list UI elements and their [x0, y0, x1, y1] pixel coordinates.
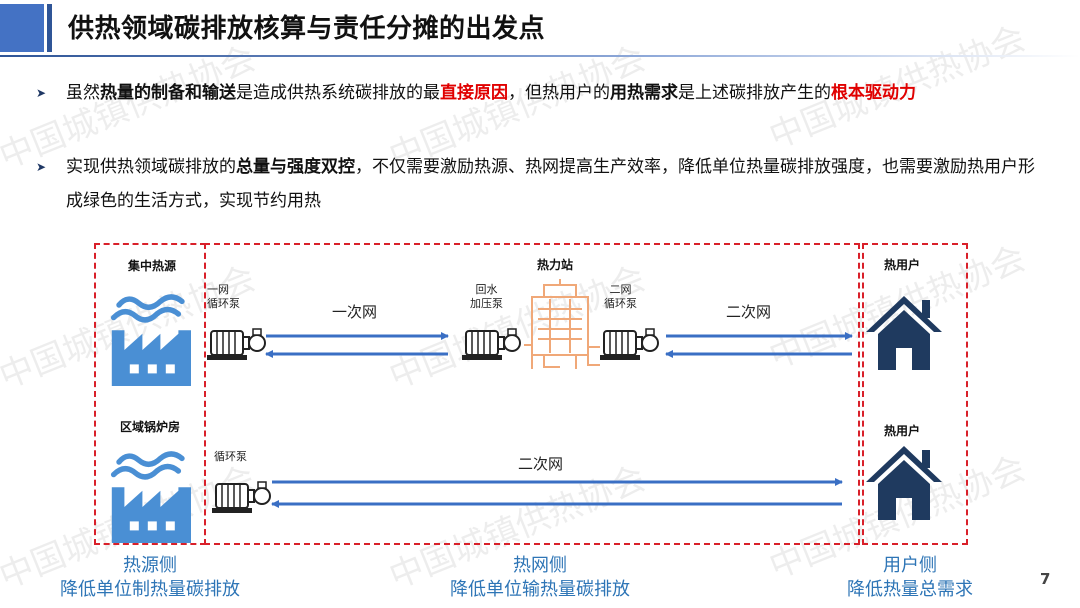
bullet-text: 实现供热领域碳排放的总量与强度双控，不仅需要激励热源、热网提高生产效率，降低单位… [66, 150, 1046, 218]
user-label-top: 热用户 [884, 258, 921, 272]
pump-label-line: 加压泵 [470, 297, 503, 310]
building-icon [524, 279, 600, 369]
bullet-arrow-icon: ➤ [36, 86, 47, 100]
bullet-segment: 直接原因 [440, 83, 508, 103]
source-label-boiler: 区域锅炉房 [120, 420, 181, 434]
pump-label-return: 回水 加压泵 [470, 283, 503, 311]
pump-label-secondary: 二网 循环泵 [604, 283, 637, 311]
bullet-segment: 虽然 [66, 83, 100, 103]
header-accent-bar [0, 4, 44, 52]
pump-label-line: 循环泵 [604, 297, 637, 310]
pump-label-line: 回水 [475, 283, 498, 296]
page-title: 供热领域碳排放核算与责任分摊的出发点 [68, 14, 546, 44]
pump-label-line: 一网 [207, 283, 229, 296]
bullet-text: 虽然热量的制备和输送是造成供热系统碳排放的最直接原因，但热用户的用热需求是上述碳… [66, 76, 1046, 110]
house-icon [866, 446, 942, 520]
bullet-segment: 用热需求 [610, 83, 678, 103]
net-label-secondary-top: 二次网 [726, 303, 772, 321]
station-label: 热力站 [537, 258, 574, 272]
caption-subtitle: 降低单位制热量碳排放 [60, 579, 240, 600]
header-accent-bar-thin [47, 4, 52, 52]
source-label-central: 集中热源 [128, 259, 177, 273]
pump-label-boiler: 循环泵 [214, 450, 247, 463]
header-divider [0, 55, 1080, 57]
bullet-segment: ，但热用户的 [508, 83, 610, 103]
pump-label-line: 循环泵 [207, 297, 240, 310]
bullet-1: ➤ 虽然热量的制备和输送是造成供热系统碳排放的最直接原因，但热用户的用热需求是上… [36, 76, 1046, 144]
pump-icon [211, 481, 271, 514]
caption-title: 用户侧 [883, 555, 937, 576]
net-label-secondary-bottom: 二次网 [518, 455, 564, 473]
caption-subtitle: 降低单位输热量碳排放 [450, 579, 630, 600]
user-label-bottom: 热用户 [884, 424, 921, 438]
bullet-segment: 根本驱动力 [831, 83, 916, 103]
heat-user-region [862, 243, 968, 545]
pump-icon [206, 328, 266, 361]
net-label-primary: 一次网 [332, 303, 378, 321]
bullet-segment: ，不仅需要激励热源、热网提高生产效率，降低单位热量碳排放强度，也需要激励热用户形… [66, 157, 1035, 211]
bullet-segment: 总量与强度双控 [236, 157, 355, 177]
factory-icon [112, 297, 191, 386]
bullet-segment: 热量的制备和输送 [100, 83, 236, 103]
caption-subtitle: 降低热量总需求 [847, 579, 973, 600]
bullet-arrow-icon: ➤ [36, 160, 47, 174]
pump-icon [599, 328, 659, 361]
pump-icon [461, 328, 521, 361]
bullet-segment: 是上述碳排放产生的 [678, 83, 831, 103]
caption-network: 热网侧 降低单位输热量碳排放 [420, 554, 660, 602]
caption-source: 热源侧 降低单位制热量碳排放 [40, 554, 260, 602]
bullet-segment: 是造成供热系统碳排放的最 [236, 83, 440, 103]
caption-title: 热网侧 [513, 555, 567, 576]
bullet-2: ➤ 实现供热领域碳排放的总量与强度双控，不仅需要激励热源、热网提高生产效率，降低… [36, 150, 1046, 218]
factory-icon [112, 454, 191, 543]
caption-user: 用户侧 降低热量总需求 [820, 554, 1000, 602]
pump-label-primary: 一网 循环泵 [207, 283, 240, 311]
pump-label-line: 二网 [609, 283, 632, 296]
page-number: 7 [1040, 570, 1051, 588]
caption-title: 热源侧 [123, 555, 177, 576]
slide-header: 供热领域碳排放核算与责任分摊的出发点 [0, 0, 1080, 57]
heat-network-region [204, 243, 860, 545]
bullet-segment: 实现供热领域碳排放的 [66, 157, 236, 177]
house-icon [866, 296, 942, 370]
